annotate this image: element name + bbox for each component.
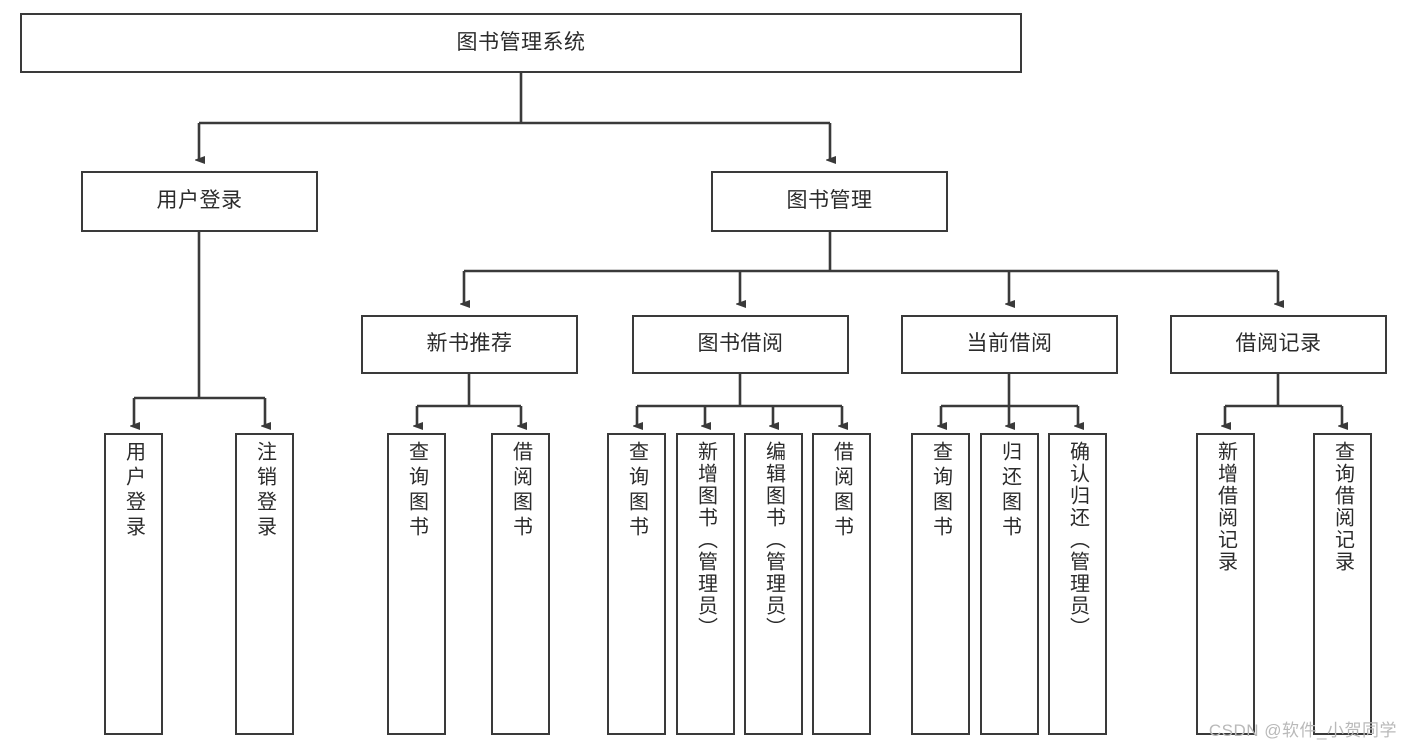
node-leaf-confirm-return[interactable]: 确认归还（管理员）	[1048, 433, 1107, 735]
node-leaf-query-book-2-label: 查询图书	[625, 441, 648, 541]
node-leaf-borrow-book-2[interactable]: 借阅图书	[812, 433, 871, 735]
node-leaf-query-book-3-label: 查询图书	[929, 441, 952, 541]
node-leaf-query-book-3[interactable]: 查询图书	[911, 433, 970, 735]
node-leaf-add-record-label: 新增借阅记录	[1214, 441, 1237, 573]
node-leaf-query-record-label: 查询借阅记录	[1331, 441, 1354, 573]
node-leaf-user-login-label: 用户登录	[122, 441, 145, 541]
node-leaf-borrow-book-1-label: 借阅图书	[509, 441, 532, 541]
node-new-book-recommend[interactable]: 新书推荐	[361, 315, 578, 374]
node-leaf-return-book[interactable]: 归还图书	[980, 433, 1039, 735]
node-leaf-query-book-1[interactable]: 查询图书	[387, 433, 446, 735]
node-root[interactable]: 图书管理系统	[20, 13, 1022, 73]
node-current-borrow[interactable]: 当前借阅	[901, 315, 1118, 374]
node-leaf-borrow-book-2-label: 借阅图书	[830, 441, 853, 541]
node-new-book-recommend-label: 新书推荐	[426, 332, 513, 356]
node-leaf-add-record[interactable]: 新增借阅记录	[1196, 433, 1255, 735]
node-leaf-query-record[interactable]: 查询借阅记录	[1313, 433, 1372, 735]
node-current-borrow-label: 当前借阅	[966, 332, 1053, 356]
node-book-management[interactable]: 图书管理	[711, 171, 948, 232]
node-leaf-borrow-book-1[interactable]: 借阅图书	[491, 433, 550, 735]
node-book-borrow-label: 图书借阅	[697, 332, 784, 356]
node-leaf-query-book-2[interactable]: 查询图书	[607, 433, 666, 735]
node-leaf-edit-book-label: 编辑图书（管理员）	[762, 441, 785, 639]
node-leaf-logout-login[interactable]: 注销登录	[235, 433, 294, 735]
node-leaf-query-book-1-label: 查询图书	[405, 441, 428, 541]
node-user-login-label: 用户登录	[156, 189, 243, 213]
node-leaf-edit-book[interactable]: 编辑图书（管理员）	[744, 433, 803, 735]
node-leaf-return-book-label: 归还图书	[998, 441, 1021, 541]
node-borrow-record[interactable]: 借阅记录	[1170, 315, 1387, 374]
node-root-label: 图书管理系统	[456, 30, 586, 54]
watermark-text: CSDN @软件_小贺同学	[1208, 721, 1397, 740]
node-user-login[interactable]: 用户登录	[81, 171, 318, 232]
node-leaf-add-book[interactable]: 新增图书（管理员）	[676, 433, 735, 735]
node-leaf-add-book-label: 新增图书（管理员）	[694, 441, 717, 639]
node-borrow-record-label: 借阅记录	[1235, 332, 1322, 356]
node-leaf-user-login[interactable]: 用户登录	[104, 433, 163, 735]
node-book-management-label: 图书管理	[786, 189, 873, 213]
node-book-borrow[interactable]: 图书借阅	[632, 315, 849, 374]
node-leaf-logout-login-label: 注销登录	[253, 441, 276, 541]
node-leaf-confirm-return-label: 确认归还（管理员）	[1066, 441, 1089, 639]
